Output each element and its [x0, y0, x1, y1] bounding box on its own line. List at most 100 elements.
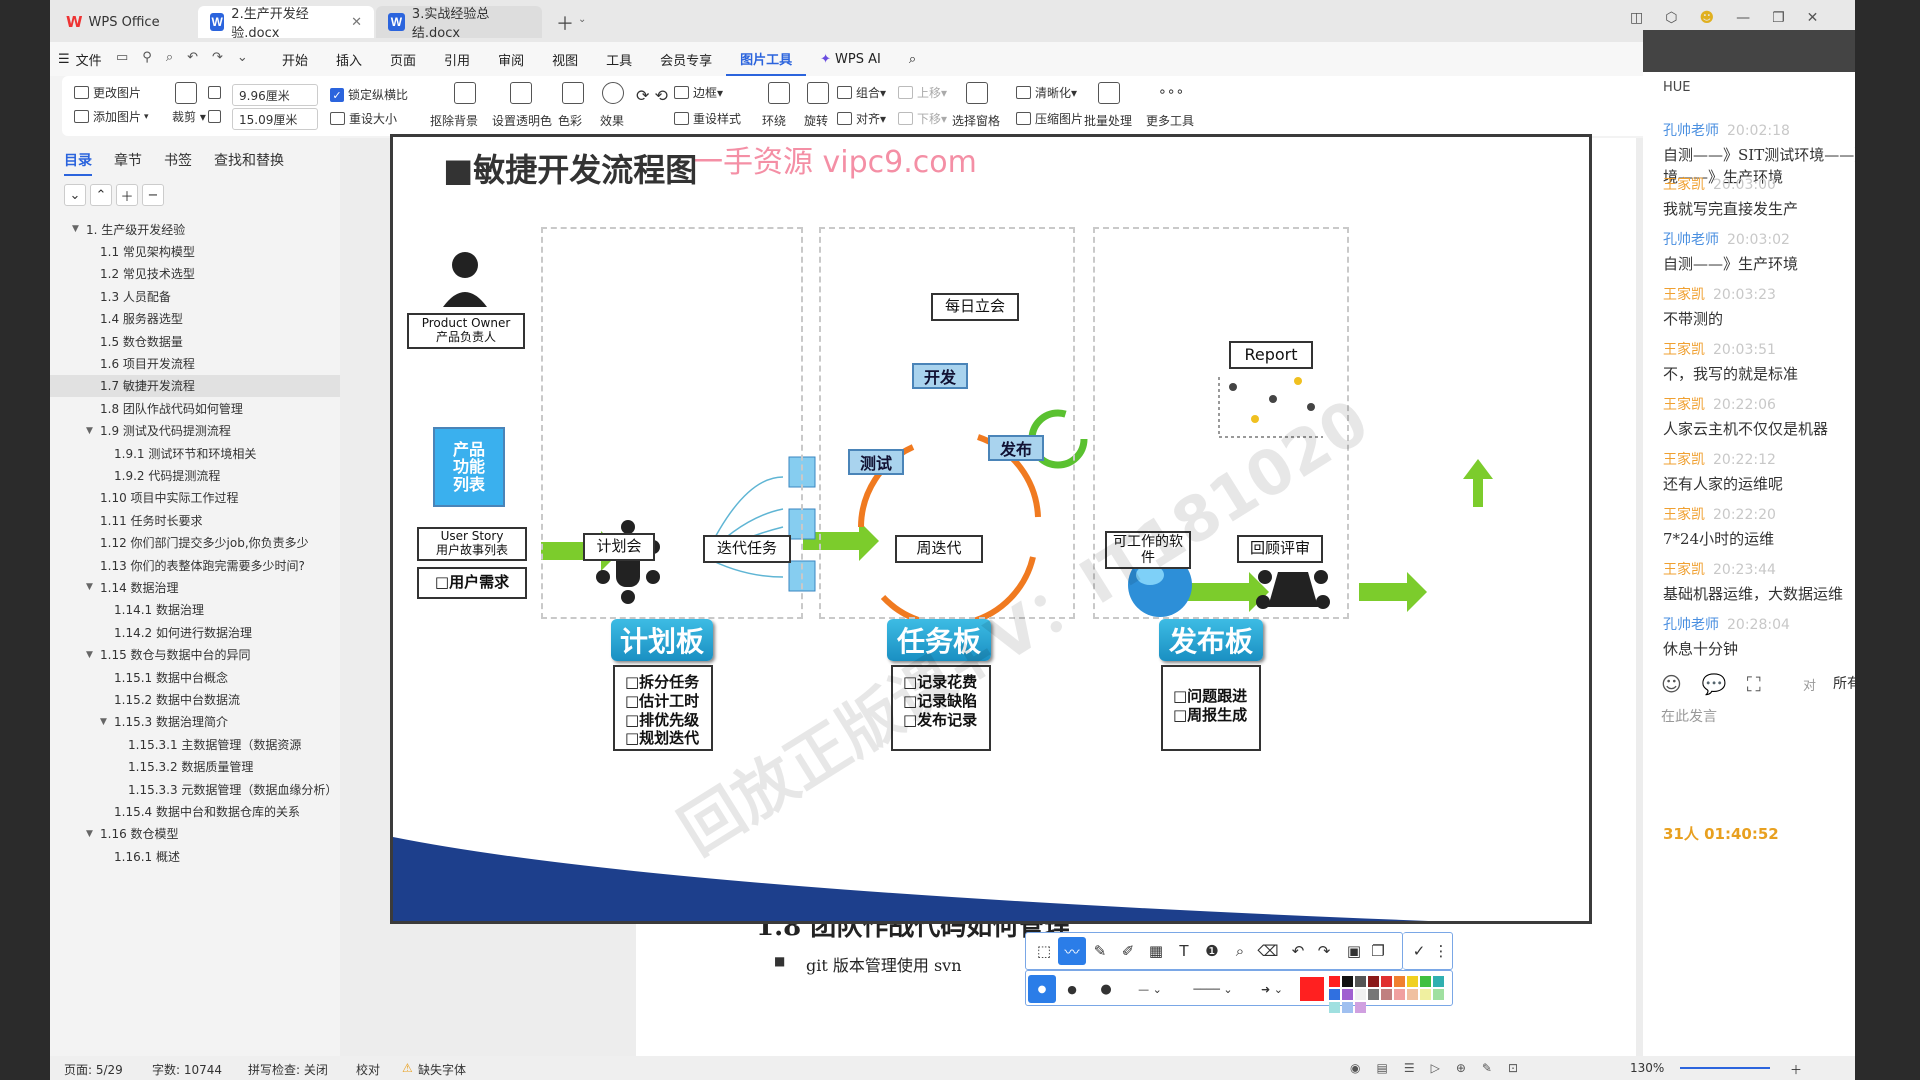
- emoji-icon[interactable]: ☺: [1661, 672, 1682, 696]
- page-indicator[interactable]: 页面: 5/29: [64, 1061, 123, 1078]
- find-icon[interactable]: ⌕: [166, 50, 173, 65]
- zoom-in-icon[interactable]: ＋: [1790, 1061, 1802, 1078]
- proofread[interactable]: 校对: [356, 1061, 380, 1078]
- reset-size-button[interactable]: 重设大小: [330, 110, 397, 127]
- add-image-button[interactable]: 添加图片▾: [74, 108, 149, 125]
- minimize-icon[interactable]: —: [1736, 10, 1750, 26]
- missing-font[interactable]: 缺失字体: [418, 1061, 466, 1078]
- nav-tab-find-replace[interactable]: 查找和替换: [214, 150, 284, 176]
- toc-item[interactable]: 1.15.3.1 主数据管理（数据资源: [50, 733, 340, 755]
- toc-item[interactable]: ▼1.14 数据治理: [50, 576, 340, 598]
- file-menu[interactable]: ☰ 文件: [50, 42, 116, 76]
- wrap-icon[interactable]: [768, 82, 790, 104]
- eraser-icon[interactable]: ⌫: [1254, 937, 1282, 965]
- color-pick-button[interactable]: 设置透明色: [492, 112, 552, 129]
- rotate-button[interactable]: 旋转: [804, 112, 828, 129]
- comment-icon[interactable]: 💬: [1702, 672, 1727, 696]
- link-icon[interactable]: ⚲: [142, 50, 152, 65]
- more-icon[interactable]: ⌄: [237, 50, 248, 65]
- image-icon[interactable]: ⛶: [1747, 672, 1761, 696]
- remove-heading-icon[interactable]: −: [142, 184, 164, 206]
- more-tools-icon[interactable]: ∘∘∘: [1158, 84, 1184, 100]
- menu-view[interactable]: 视图: [538, 42, 592, 76]
- arrow-style-icon[interactable]: ➜ ⌄: [1252, 975, 1292, 1003]
- toc-item[interactable]: 1.5 数仓数据量: [50, 330, 340, 352]
- more-vertical-icon[interactable]: ⋮: [1427, 937, 1455, 965]
- close-tab-icon[interactable]: ✕: [351, 15, 362, 30]
- selected-image[interactable]: 一手资源 vipc9.com ■敏捷开发流程图 Product Owner 产品…: [390, 134, 1592, 924]
- toc-item[interactable]: 1.15.1 数据中台概念: [50, 666, 340, 688]
- size-small-icon[interactable]: ●: [1028, 975, 1056, 1003]
- menu-tools[interactable]: 工具: [592, 42, 646, 76]
- toc-item[interactable]: 1.4 服务器选型: [50, 308, 340, 330]
- toc-item[interactable]: 1.16.1 概述: [50, 845, 340, 867]
- nav-tab-chapters[interactable]: 章节: [114, 150, 142, 176]
- menu-references[interactable]: 引用: [430, 42, 484, 76]
- page-view-icon[interactable]: ▤: [1376, 1061, 1387, 1075]
- nav-tab-toc[interactable]: 目录: [64, 150, 92, 176]
- toc-item[interactable]: 1.15.3.2 数据质量管理: [50, 756, 340, 778]
- color-swatch[interactable]: [1394, 989, 1405, 1000]
- color-button[interactable]: 色彩: [558, 112, 582, 129]
- chat-input[interactable]: 在此发言: [1661, 706, 1717, 726]
- border-button[interactable]: 边框 ▾: [674, 84, 723, 101]
- zoom-slider[interactable]: [1680, 1067, 1770, 1069]
- batch-icon[interactable]: [1098, 82, 1120, 104]
- dash-style-icon[interactable]: ──── ⌄: [1182, 975, 1244, 1003]
- toc-item[interactable]: 1.1 常见架构模型: [50, 240, 340, 262]
- expand-caret-icon[interactable]: ▼: [72, 224, 86, 234]
- expand-caret-icon[interactable]: ▼: [86, 650, 100, 660]
- shape-icon[interactable]: ⬚: [1030, 937, 1058, 965]
- group-button[interactable]: 组合 ▾: [837, 84, 886, 101]
- menu-member[interactable]: 会员专享: [646, 42, 726, 76]
- line-style-icon[interactable]: — ⌄: [1130, 975, 1170, 1003]
- play-icon[interactable]: ▷: [1431, 1061, 1440, 1075]
- height-input[interactable]: 15.09厘米: [232, 108, 318, 130]
- color-swatch[interactable]: [1342, 1002, 1353, 1013]
- select-pane-icon[interactable]: [966, 82, 988, 104]
- color-swatch[interactable]: [1342, 976, 1353, 987]
- toc-item[interactable]: ▼1.9 测试及代码提测流程: [50, 420, 340, 442]
- color-swatch[interactable]: [1433, 989, 1444, 1000]
- crop-button[interactable]: 裁剪 ▾: [172, 108, 206, 125]
- color-swatch[interactable]: [1368, 989, 1379, 1000]
- color-swatch[interactable]: [1394, 976, 1405, 987]
- menu-wps-ai[interactable]: ✦ WPS AI: [806, 42, 895, 76]
- menu-insert[interactable]: 插入: [322, 42, 376, 76]
- close-icon[interactable]: ✕: [1807, 10, 1819, 26]
- restore-icon[interactable]: ❐: [1772, 10, 1785, 26]
- toc-item[interactable]: ▼1. 生产级开发经验: [50, 218, 340, 240]
- zoom-icon[interactable]: ⌕: [1226, 937, 1254, 965]
- color-swatch[interactable]: [1407, 976, 1418, 987]
- pen-curve-icon[interactable]: 〰: [1058, 937, 1086, 965]
- toc-item[interactable]: 1.9.1 测试环节和环境相关: [50, 442, 340, 464]
- zoom-level[interactable]: 130%: [1630, 1061, 1664, 1075]
- lock-ratio-checkbox[interactable]: ✓: [330, 88, 344, 102]
- color-swatch[interactable]: [1420, 989, 1431, 1000]
- menu-home[interactable]: 开始: [268, 42, 322, 76]
- toc-item[interactable]: 1.3 人员配备: [50, 285, 340, 307]
- toc-item[interactable]: ▼1.16 数仓模型: [50, 823, 340, 845]
- tab-doc-2[interactable]: W 2.生产开发经验.docx ✕: [198, 6, 374, 38]
- color-swatch[interactable]: [1407, 989, 1418, 1000]
- menu-page[interactable]: 页面: [376, 42, 430, 76]
- fit-icon[interactable]: ⊡: [1508, 1061, 1518, 1075]
- color-swatch[interactable]: [1342, 989, 1353, 1000]
- size-medium-icon[interactable]: ●: [1058, 975, 1086, 1003]
- draw-icon[interactable]: ✎: [1482, 1061, 1492, 1075]
- redo-icon[interactable]: ↷: [212, 50, 223, 65]
- collapse-icon[interactable]: ⌄: [64, 184, 86, 206]
- up-layer-button[interactable]: 上移 ▾: [898, 84, 947, 101]
- toc-item[interactable]: 1.8 团队作战代码如何管理: [50, 397, 340, 419]
- toc-item[interactable]: 1.2 常见技术选型: [50, 263, 340, 285]
- remove-bg-button[interactable]: 抠除背景: [430, 112, 478, 129]
- menu-review[interactable]: 审阅: [484, 42, 538, 76]
- web-view-icon[interactable]: ⊕: [1456, 1061, 1466, 1075]
- color-swatch[interactable]: [1329, 989, 1340, 1000]
- eye-icon[interactable]: ◉: [1350, 1061, 1360, 1075]
- avatar[interactable]: ☻: [1699, 10, 1714, 26]
- change-image-button[interactable]: 更改图片: [74, 84, 141, 101]
- layout-icon[interactable]: ◫: [1630, 10, 1643, 26]
- add-heading-icon[interactable]: ＋: [116, 184, 138, 206]
- color-swatch[interactable]: [1381, 976, 1392, 987]
